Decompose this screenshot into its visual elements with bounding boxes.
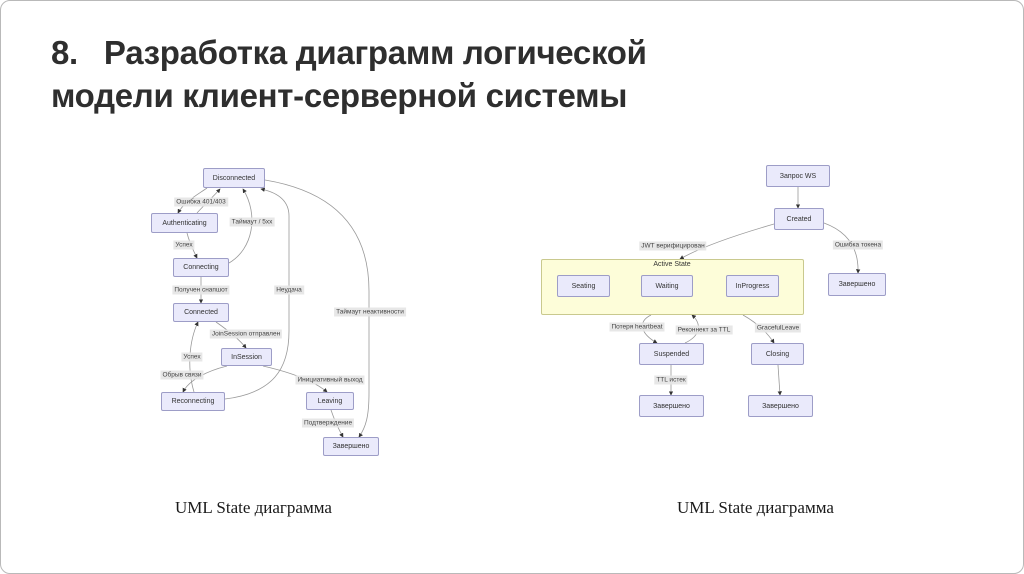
title-line-2: модели клиент-серверной системы <box>51 77 628 114</box>
edge-label-uspekh-2: Успех <box>181 352 203 362</box>
edge-label-timeout-inactive: Таймаут неактивности <box>334 307 406 317</box>
edge-label-neudacha: Неудача <box>274 285 304 295</box>
composite-active-state-label: Active State <box>653 261 691 268</box>
edge-label-joinsession: JoinSession отправлен <box>209 329 283 339</box>
state-waiting: Waiting <box>641 275 693 297</box>
page-title: 8.Разработка диаграмм логической модели … <box>51 31 911 117</box>
title-line-1: 8.Разработка диаграмм логической <box>51 34 647 71</box>
edge-label-heartbeat-loss: Потеря heartbeat <box>609 322 665 332</box>
state-zaversheno-ttl: Завершено <box>639 395 704 417</box>
edge-label-error-401-403: Ошибка 401/403 <box>174 197 228 207</box>
state-suspended: Suspended <box>639 343 704 365</box>
state-seating: Seating <box>557 275 610 297</box>
edge-label-jwt-verified: JWT верифицирован <box>639 241 707 251</box>
state-created: Created <box>774 208 824 230</box>
edge-label-init-exit: Инициативный выход <box>295 375 365 385</box>
edge-label-graceful-leave: GracefulLeave <box>754 323 802 333</box>
edge-label-obryv-svyazi: Обрыв связи <box>160 370 204 380</box>
edge-closing-zaversheno <box>777 364 782 396</box>
state-disconnected: Disconnected <box>203 168 265 188</box>
edge-label-podtverzhdenie: Подтверждение <box>301 418 355 428</box>
edge-label-reconnect-ttl: Реконнект за TTL <box>675 325 733 335</box>
state-reconnecting: Reconnecting <box>161 392 225 411</box>
state-inprogress: InProgress <box>726 275 779 297</box>
edge-label-timeout-5xx: Таймаут / 5xx <box>229 217 275 227</box>
edge-label-token-error: Ошибка токена <box>832 240 884 250</box>
title-number: 8. <box>51 34 78 71</box>
state-closing: Closing <box>751 343 804 365</box>
right-diagram-caption: UML State диаграмма <box>677 498 834 517</box>
state-authenticating: Authenticating <box>151 213 218 233</box>
state-connected: Connected <box>173 303 229 322</box>
state-leaving: Leaving <box>306 392 354 410</box>
state-connecting: Connecting <box>173 258 229 277</box>
state-zaversheno-token: Завершено <box>828 273 886 296</box>
edge-label-uspekh-1: Успех <box>173 240 195 250</box>
state-zaversheno-close: Завершено <box>748 395 813 417</box>
left-diagram-caption: UML State диаграмма <box>175 498 332 517</box>
state-zaversheno-left: Завершено <box>323 437 379 456</box>
edge-label-snapshot: Получен снапшот <box>172 285 230 295</box>
state-zapros-ws: Запрос WS <box>766 165 830 187</box>
edge-label-ttl-expired: TTL истек <box>654 375 688 385</box>
state-insession: InSession <box>221 348 272 366</box>
